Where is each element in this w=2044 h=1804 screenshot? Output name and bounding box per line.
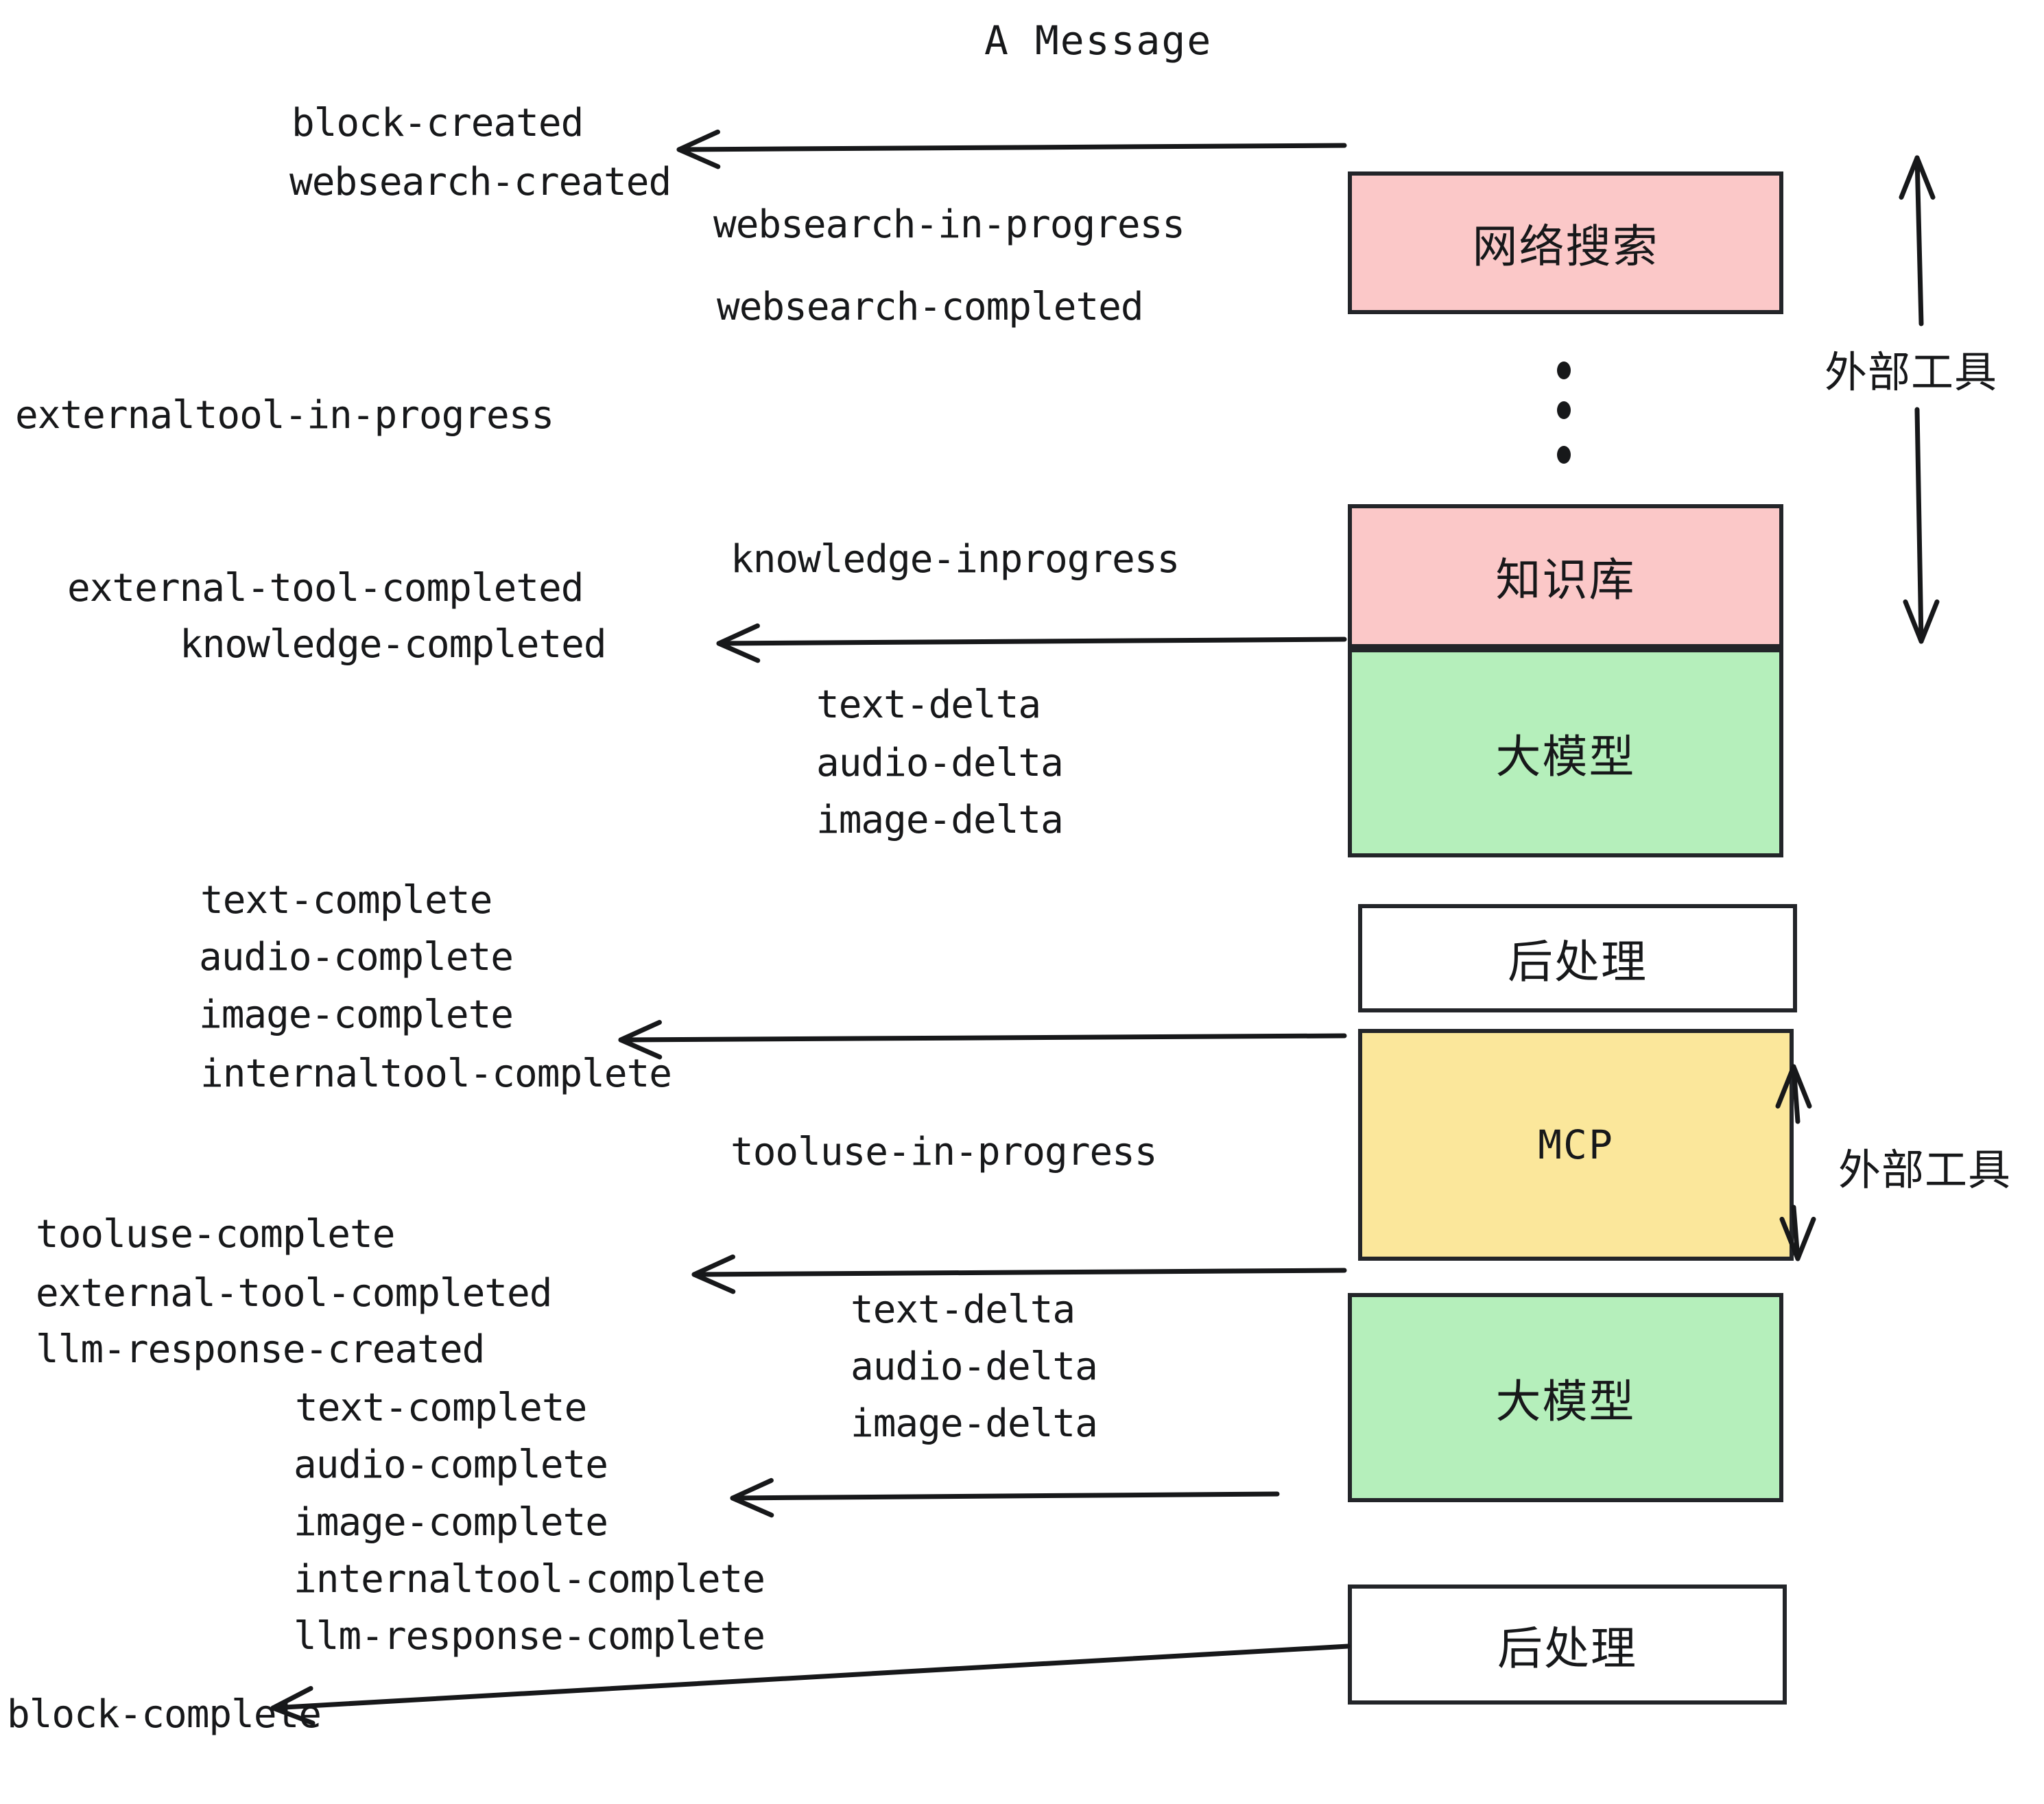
knowledge-completed-arrow-shaft — [716, 637, 1347, 646]
event-label-audio-delta: audio-delta — [851, 1344, 1098, 1389]
event-label-internaltool-complete: internaltool-complete — [200, 1052, 672, 1096]
external-tools-bottom-down-shaft — [1791, 1204, 1801, 1261]
event-label-audio-complete: audio-complete — [199, 935, 514, 980]
event-label-audio-delta: audio-delta — [816, 741, 1064, 785]
event-label-externaltool-in-progress: externaltool-in-progress — [15, 393, 554, 438]
knowledge-completed-arrow-head — [716, 623, 761, 663]
event-label-text-delta: text-delta — [851, 1287, 1076, 1332]
node-llm-1: 大模型 — [1348, 648, 1783, 857]
node-label: MCP — [1538, 1121, 1614, 1168]
node-label: 后处理 — [1497, 1622, 1637, 1675]
tooluse-complete-arrow — [691, 1254, 1347, 1294]
event-label-knowledge-inprogress: knowledge-inprogress — [730, 537, 1180, 582]
node-label: 知识库 — [1495, 554, 1636, 606]
side-bracket-label-external-tools-top: 外部工具 — [1825, 347, 1998, 397]
node-label: 后处理 — [1508, 936, 1648, 988]
side-bracket-label-external-tools-bottom: 外部工具 — [1838, 1145, 2012, 1195]
external-tools-top-down-shaft — [1914, 407, 1924, 644]
block-created-arrow-shaft — [676, 143, 1347, 152]
event-label-llm-response-complete: llm-response-complete — [294, 1614, 765, 1659]
page-title: A Message — [984, 17, 1213, 64]
audio-complete-arrow — [730, 1477, 1280, 1518]
event-label-text-complete: text-complete — [295, 1386, 587, 1430]
node-postprocess-1: 后处理 — [1358, 904, 1797, 1012]
image-complete-arrow-shaft — [618, 1033, 1347, 1043]
event-label-tooluse-in-progress: tooluse-in-progress — [730, 1130, 1158, 1174]
event-label-block-complete: block-complete — [7, 1692, 322, 1737]
ellipsis-dot-3 — [1557, 446, 1571, 464]
event-label-knowledge-completed: knowledge-completed — [180, 622, 607, 667]
node-knowledgebase: 知识库 — [1348, 504, 1783, 648]
event-label-image-delta: image-delta — [851, 1401, 1098, 1446]
event-label-audio-complete: audio-complete — [294, 1443, 608, 1487]
external-tools-bottom-up-shaft — [1791, 1064, 1801, 1124]
node-postprocess-2: 后处理 — [1348, 1585, 1787, 1705]
external-tools-top-bracket-arrow — [1899, 155, 1940, 644]
event-label-external-tool-completed: external-tool-completed — [36, 1271, 552, 1316]
audio-complete-arrow-shaft — [730, 1491, 1280, 1501]
event-label-llm-response-created: llm-response-created — [36, 1327, 485, 1372]
node-mcp: MCP — [1358, 1029, 1794, 1261]
knowledge-completed-arrow — [716, 623, 1347, 663]
event-label-text-delta: text-delta — [816, 683, 1041, 727]
external-tools-top-down-head — [1903, 599, 1940, 644]
event-label-websearch-created: websearch-created — [289, 160, 672, 204]
event-label-websearch-in-progress: websearch-in-progress — [713, 202, 1185, 247]
audio-complete-arrow-head — [730, 1477, 774, 1518]
event-label-image-complete: image-complete — [294, 1500, 608, 1545]
event-label-internaltool-complete: internaltool-complete — [294, 1557, 765, 1602]
external-tools-top-up-shaft — [1914, 155, 1924, 327]
tooluse-complete-arrow-head — [691, 1254, 736, 1294]
event-label-tooluse-complete: tooluse-complete — [36, 1212, 395, 1257]
event-label-image-delta: image-delta — [816, 798, 1064, 842]
node-llm-2: 大模型 — [1348, 1293, 1783, 1502]
node-label: 大模型 — [1495, 730, 1636, 783]
node-label: 大模型 — [1495, 1375, 1636, 1428]
event-label-image-complete: image-complete — [199, 993, 514, 1037]
node-websearch: 网络搜索 — [1348, 171, 1783, 314]
image-complete-arrow — [618, 1019, 1347, 1060]
event-label-external-tool-completed: external-tool-completed — [67, 566, 584, 610]
event-label-text-complete: text-complete — [200, 878, 492, 923]
event-label-block-created: block-created — [292, 101, 584, 145]
block-created-arrow-head — [676, 129, 721, 169]
ellipsis-dot-1 — [1557, 361, 1571, 379]
tooluse-complete-arrow-shaft — [691, 1268, 1347, 1277]
external-tools-top-up-head — [1899, 155, 1936, 200]
ellipsis-dot-2 — [1557, 401, 1571, 419]
node-label: 网络搜索 — [1472, 220, 1659, 273]
event-label-websearch-completed: websearch-completed — [717, 285, 1144, 329]
block-created-arrow — [676, 129, 1347, 169]
